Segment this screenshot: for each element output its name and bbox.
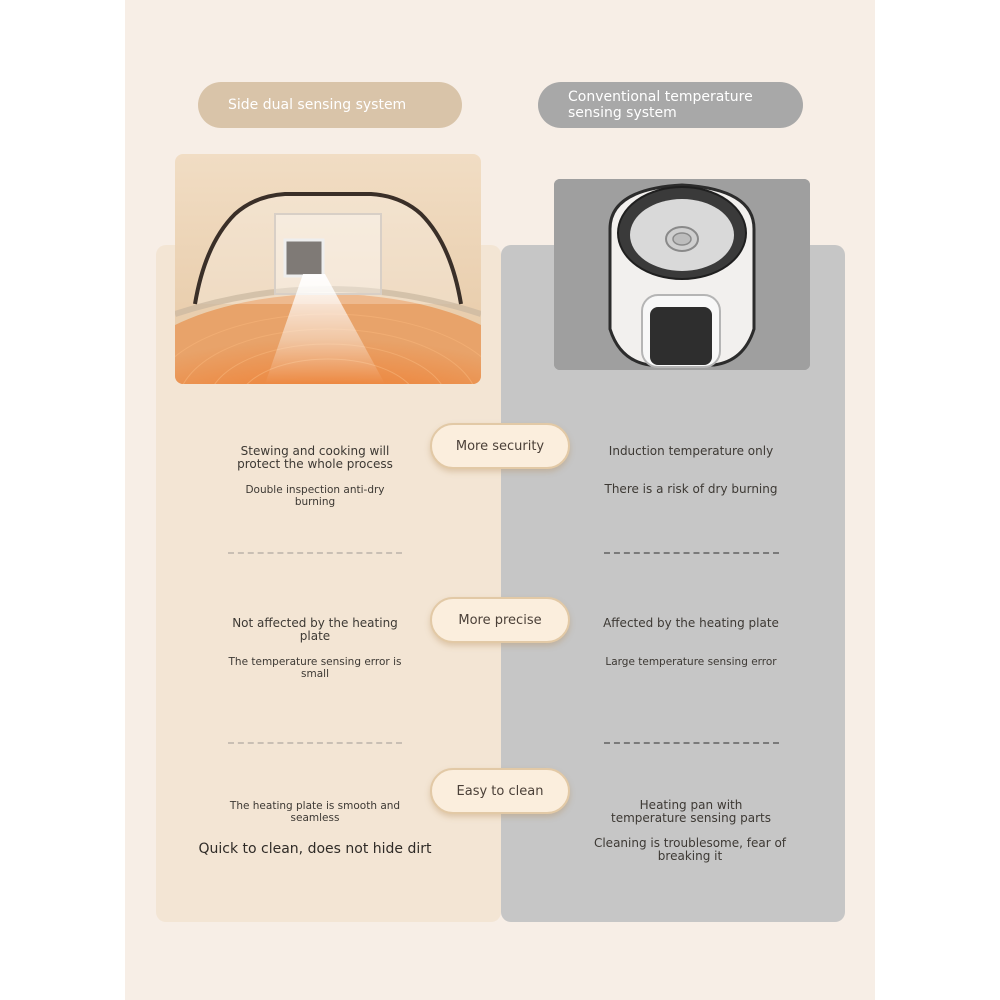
- right-row1-primary: Induction temperature only: [608, 444, 774, 458]
- left-divider-2: [228, 742, 402, 744]
- conventional-sensor-illustration: [554, 179, 810, 370]
- right-row2-primary: Affected by the heating plate: [603, 616, 779, 630]
- badge-label: More precise: [458, 612, 542, 628]
- left-row3-secondary: Quick to clean, does not hide dirt: [198, 841, 432, 857]
- right-divider-1: [604, 552, 779, 554]
- left-row2-secondary: The temperature sensing error is small: [228, 656, 402, 680]
- left-row2-primary: Not affected by the heating plate: [232, 616, 398, 643]
- header-left-label: Side dual sensing system: [228, 97, 407, 113]
- left-divider-1: [228, 552, 402, 554]
- right-row3-primary: Heating pan with temperature sensing par…: [611, 798, 771, 825]
- left-row1-secondary: Double inspection anti-dry burning: [245, 484, 385, 508]
- right-row3-secondary: Cleaning is troublesome, fear of breakin…: [593, 836, 787, 863]
- right-row2-secondary: Large temperature sensing error: [605, 656, 777, 668]
- header-right-label: Conventional temperature sensing system: [568, 89, 753, 121]
- badge-label: Easy to clean: [456, 783, 544, 799]
- left-row3-primary: The heating plate is smooth and seamless: [229, 800, 401, 824]
- badge-more-security: More security: [430, 423, 570, 469]
- badge-more-precise: More precise: [430, 597, 570, 643]
- badge-label: More security: [455, 438, 545, 454]
- right-row1-secondary: There is a risk of dry burning: [604, 482, 778, 496]
- badge-easy-to-clean: Easy to clean: [430, 768, 570, 814]
- header-side-dual-sensing: Side dual sensing system: [198, 82, 462, 128]
- left-row1-primary: Stewing and cooking will protect the who…: [237, 444, 393, 471]
- header-conventional-sensing: Conventional temperature sensing system: [538, 82, 803, 128]
- right-divider-2: [604, 742, 779, 744]
- side-sensor-illustration: [175, 154, 481, 384]
